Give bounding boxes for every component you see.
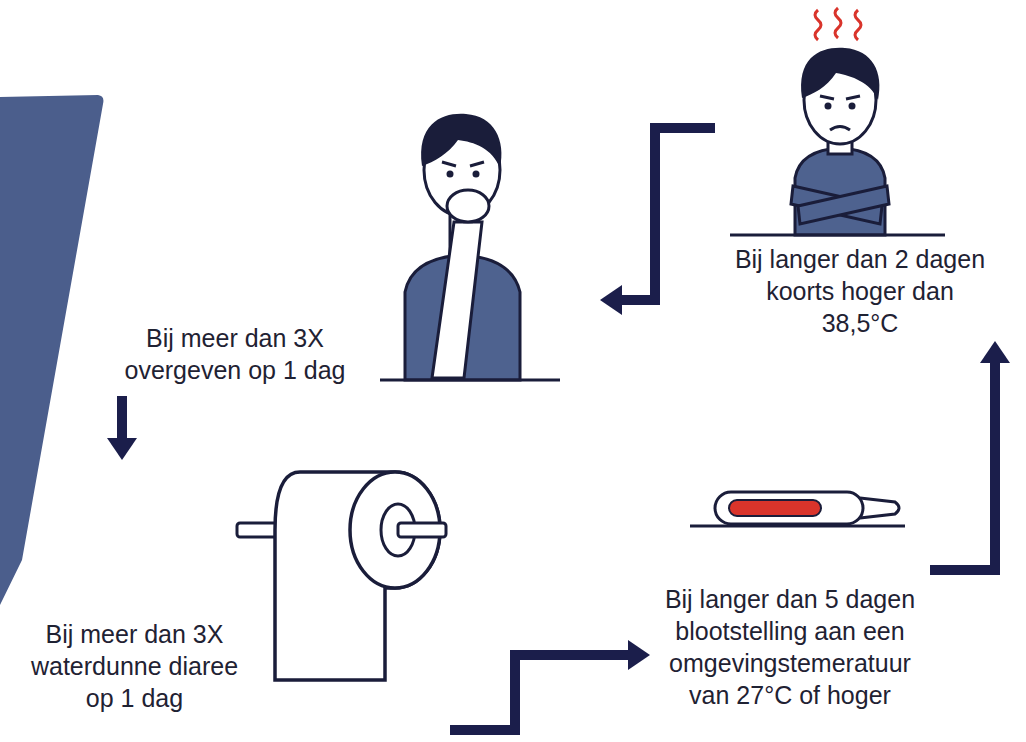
base-line bbox=[690, 525, 905, 528]
eye bbox=[447, 171, 454, 178]
step-block: Bij langer dan 2 dagen koorts hoger dan … bbox=[715, 5, 1005, 341]
step-block: Bij langer dan 5 dagen blootstelling aan… bbox=[650, 485, 930, 715]
brow bbox=[442, 162, 484, 166]
heat-line bbox=[835, 8, 841, 38]
thermometer bbox=[690, 492, 905, 526]
thermometer-body bbox=[715, 492, 863, 524]
hair bbox=[421, 114, 501, 168]
heat-line bbox=[855, 10, 861, 40]
flow-arrow bbox=[107, 396, 137, 460]
base-line bbox=[380, 379, 560, 382]
step-text: Bij langer dan 2 dagen koorts hoger dan … bbox=[730, 243, 990, 339]
eye bbox=[473, 171, 480, 178]
step-block: Bij meer dan 3X waterdunne diaree op 1 d… bbox=[10, 460, 450, 738]
mouth bbox=[830, 127, 850, 131]
thermometer-tip bbox=[860, 498, 899, 518]
arrow-line bbox=[930, 361, 995, 570]
arrow-head bbox=[600, 285, 622, 315]
hair bbox=[801, 48, 879, 100]
arrow-line bbox=[620, 128, 715, 300]
step-block: Bij meer dan 3X overgeven op 1 dag bbox=[110, 85, 600, 396]
eye bbox=[825, 103, 832, 110]
arrow-head bbox=[980, 341, 1010, 363]
heat-line bbox=[815, 10, 821, 40]
roll-body bbox=[275, 472, 440, 680]
step-text: Bij meer dan 3X waterdunne diaree op 1 d… bbox=[22, 618, 247, 714]
flow-arrow bbox=[450, 640, 650, 730]
brow bbox=[820, 96, 860, 99]
arm bbox=[798, 186, 889, 224]
base-line bbox=[730, 234, 945, 237]
arm bbox=[432, 222, 482, 378]
fever-person bbox=[730, 8, 945, 235]
toilet-roll bbox=[237, 472, 446, 680]
step-text: Bij langer dan 5 dagen blootstelling aan… bbox=[658, 583, 923, 711]
flow-arrow bbox=[600, 128, 715, 315]
arrow-head bbox=[107, 438, 137, 460]
arrow-head bbox=[628, 640, 650, 670]
side-band bbox=[0, 95, 103, 605]
nausea-person bbox=[380, 114, 560, 380]
mercury bbox=[729, 500, 821, 516]
eye bbox=[849, 103, 856, 110]
flow-arrow bbox=[930, 341, 1010, 570]
holder bbox=[237, 523, 277, 537]
holder bbox=[398, 523, 446, 537]
step-text: Bij meer dan 3X overgeven op 1 dag bbox=[115, 322, 355, 386]
hand bbox=[447, 190, 489, 222]
arrow-line bbox=[450, 655, 630, 730]
arrow-line bbox=[117, 396, 127, 440]
